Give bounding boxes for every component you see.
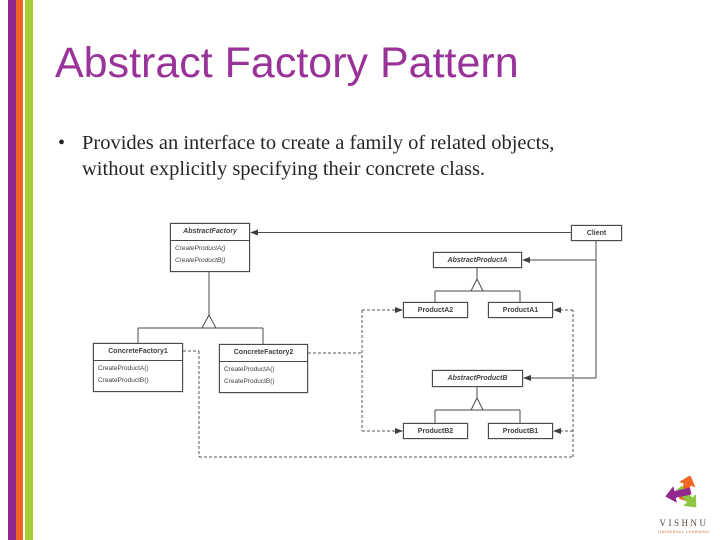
- class-box-abstract-product-a: AbstractProductA: [433, 252, 522, 268]
- class-method: CreateProductB(): [98, 377, 149, 384]
- class-name: ConcreteFactory2: [220, 345, 307, 362]
- class-method: CreateProductB(): [175, 257, 226, 264]
- class-name: AbstractProductA: [447, 256, 508, 264]
- generalization-triangle-product-b: [470, 396, 484, 411]
- class-box-concrete-factory-2: ConcreteFactory2 CreateProductA() Create…: [219, 344, 308, 393]
- class-name: AbstractProductB: [447, 375, 508, 382]
- vishnu-logo: VISHNU UNIVERSAL LEARNING: [652, 476, 716, 534]
- class-box-product-a2: ProductA2: [403, 302, 468, 318]
- class-method: CreateProductA(): [224, 366, 275, 373]
- class-box-concrete-factory-1: ConcreteFactory1 CreateProductA() Create…: [93, 343, 183, 392]
- class-name: AbstractFactory: [171, 224, 249, 241]
- page-title: Abstract Factory Pattern: [55, 39, 519, 87]
- vishnu-pinwheel-icon: [665, 476, 697, 508]
- uml-connector-lines: [137, 229, 597, 458]
- class-box-abstract-factory: AbstractFactory CreateProductA() CreateP…: [170, 223, 250, 272]
- class-name: Client: [586, 229, 607, 237]
- accent-stripe-green: [25, 0, 33, 540]
- generalization-triangle-product-a: [470, 277, 484, 292]
- class-method: CreateProductA(): [175, 245, 226, 252]
- class-name: ProductB2: [417, 427, 454, 435]
- class-box-product-a1: ProductA1: [488, 302, 553, 318]
- class-box-product-b1: ProductB1: [488, 423, 553, 439]
- generalization-triangle-factory: [201, 313, 217, 329]
- logo-wordmark: VISHNU: [659, 518, 709, 528]
- class-box-product-b2: ProductB2: [403, 423, 468, 439]
- class-name: ConcreteFactory1: [94, 344, 182, 361]
- uml-diagram: AbstractFactory CreateProductA() CreateP…: [88, 218, 622, 468]
- class-name: ProductB1: [502, 427, 539, 435]
- class-name: ProductA2: [417, 306, 454, 314]
- bullet-item: • Provides an interface to create a fami…: [58, 130, 638, 182]
- bullet-text: Provides an interface to create a family…: [82, 132, 555, 180]
- class-name: ProductA1: [502, 306, 539, 314]
- class-method: CreateProductB(): [224, 378, 275, 385]
- class-box-abstract-product-b: AbstractProductB: [432, 370, 523, 387]
- logo-tagline: UNIVERSAL LEARNING: [658, 529, 710, 534]
- class-box-client: Client: [571, 225, 622, 241]
- bullet-marker: •: [58, 132, 66, 154]
- class-method: CreateProductA(): [98, 365, 149, 372]
- accent-stripe-purple: [8, 0, 16, 540]
- accent-stripe-orange: [16, 0, 23, 540]
